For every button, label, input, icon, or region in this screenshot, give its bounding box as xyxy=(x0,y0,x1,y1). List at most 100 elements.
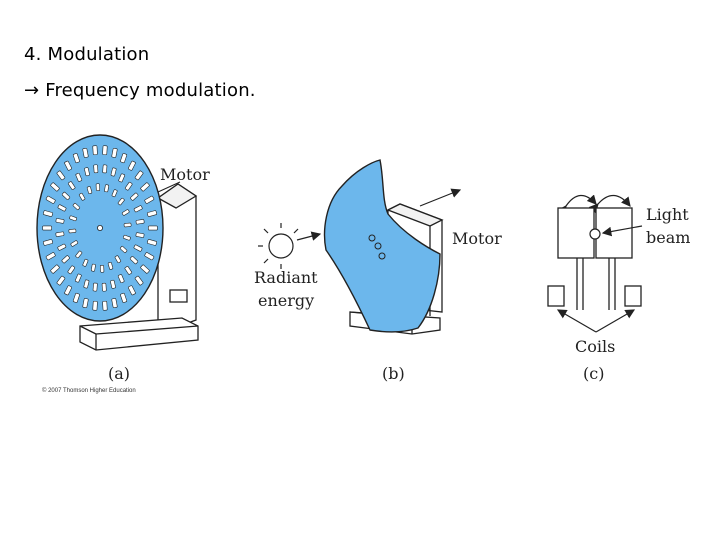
disk-slot xyxy=(110,279,116,289)
disk-slot xyxy=(86,186,93,194)
slide-subheading: → Frequency modulation. xyxy=(24,80,256,101)
disk-slot xyxy=(92,282,98,292)
disk-slot xyxy=(111,147,118,158)
disk-slot xyxy=(99,264,105,273)
disk-slot xyxy=(144,195,155,204)
radiant-label-1: Radiant xyxy=(254,268,318,287)
coils-label: Coils xyxy=(575,337,615,356)
disk-slot xyxy=(92,145,98,156)
radiant-arrow xyxy=(296,231,322,241)
disk-slot xyxy=(45,195,56,204)
disk-slot xyxy=(133,205,143,213)
coil-arrow-right xyxy=(595,309,636,333)
disk-slot xyxy=(82,147,89,158)
disk-slot xyxy=(75,250,83,259)
disk-slot xyxy=(69,215,77,222)
oscillating-vane xyxy=(323,159,441,333)
disk-slot xyxy=(128,160,136,171)
disk-slot xyxy=(130,192,139,201)
disk-slot xyxy=(110,167,117,177)
disk-slot xyxy=(70,240,79,247)
disk-slot xyxy=(147,239,157,246)
disk-slot xyxy=(148,225,158,231)
disk-slot xyxy=(128,285,136,296)
panel-b: Radiant energy Motor (b) xyxy=(254,159,502,383)
disk-slot xyxy=(102,300,108,311)
disk-slot xyxy=(50,182,60,192)
disk-hub xyxy=(97,224,104,231)
disk-slot xyxy=(74,273,82,283)
disk-slot xyxy=(43,210,53,217)
disk-slot xyxy=(64,160,72,171)
coil-arrow-left xyxy=(556,309,597,333)
disk-slot xyxy=(102,145,108,156)
disk-slot xyxy=(134,275,144,286)
disk-slot xyxy=(83,279,90,289)
disk-slot xyxy=(56,170,66,181)
disk-slot xyxy=(50,264,60,274)
disk-slot xyxy=(82,298,89,309)
disk-slot xyxy=(123,222,132,228)
disk-slot xyxy=(67,265,76,275)
disk-slot xyxy=(121,209,130,216)
caption-b: (b) xyxy=(382,364,405,383)
vibration-arrow-left xyxy=(557,194,597,216)
disk-slot xyxy=(129,256,139,265)
coil-right xyxy=(624,285,642,307)
disk-slot xyxy=(55,218,65,224)
disk-slot xyxy=(120,292,128,303)
vane-hole xyxy=(374,242,382,250)
copyright-note: © 2007 Thomson Higher Education xyxy=(42,387,136,394)
disk-slots xyxy=(42,145,158,311)
disk-slot xyxy=(61,191,71,200)
caption-a: (a) xyxy=(108,364,130,383)
tuning-fork xyxy=(557,207,633,310)
radiant-label-2: energy xyxy=(258,291,314,310)
disk-slot xyxy=(123,234,131,241)
light-label-2: beam xyxy=(646,228,690,247)
disk-slot xyxy=(147,210,157,217)
rotation-arrow-b xyxy=(419,188,462,207)
motor-label-a: Motor xyxy=(160,165,210,184)
coil-left xyxy=(547,285,565,307)
disk-slot xyxy=(114,255,122,264)
disk-slot xyxy=(43,239,53,246)
disk-slot xyxy=(134,170,144,181)
disk-slot xyxy=(61,255,70,264)
disk-slot xyxy=(111,189,118,198)
panel-a: Motor (a) © 2007 Thomson Higher Educatio… xyxy=(36,134,210,394)
vane-hole xyxy=(378,252,386,260)
disk-slot xyxy=(95,183,101,192)
radiant-source-icon xyxy=(258,223,299,269)
disk-slot xyxy=(55,231,65,237)
disk-slot xyxy=(104,184,109,193)
disk-slot xyxy=(92,300,98,311)
disk-slot xyxy=(72,153,80,164)
slide-heading: 4. Modulation xyxy=(24,44,150,65)
disk-slot xyxy=(140,182,150,192)
disk-slot xyxy=(124,266,133,275)
disk-slot xyxy=(72,292,80,303)
disk-slot xyxy=(117,274,125,284)
disk-slot xyxy=(119,245,128,254)
disk-slot xyxy=(75,172,83,182)
disk-slot xyxy=(120,153,128,164)
light-label-1: Light xyxy=(646,205,689,224)
disk-slot xyxy=(118,173,126,183)
disk-slot xyxy=(57,243,67,251)
disk-slot xyxy=(102,164,108,174)
disk-slot xyxy=(124,181,133,191)
motor-label-b: Motor xyxy=(452,229,502,248)
disk-slot xyxy=(68,228,77,234)
disk-slot xyxy=(78,192,86,201)
disk-slot xyxy=(42,225,52,231)
panel-c: Light beam Coils (c) xyxy=(547,194,690,383)
disk-slot xyxy=(45,252,56,261)
disk-slot xyxy=(140,264,150,274)
disk-slot xyxy=(72,202,81,211)
disk-slot xyxy=(82,258,89,267)
light-beam-point xyxy=(589,228,601,240)
disk-slot xyxy=(101,282,107,292)
disk-slot xyxy=(56,275,66,286)
